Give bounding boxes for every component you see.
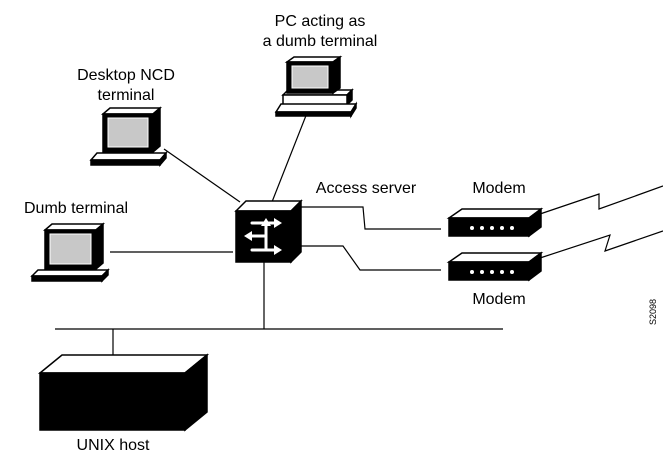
phone-line-top — [539, 185, 663, 215]
modem-bottom-label: Modem — [472, 291, 525, 308]
pc-terminal-icon — [274, 55, 358, 119]
serial-link-top — [301, 206, 441, 230]
desktop-ncd-label-line-2: terminal — [98, 87, 155, 104]
modem-top-label: Modem — [472, 180, 525, 197]
modem-icon — [446, 251, 544, 282]
access-server-label: Access server — [316, 180, 417, 197]
desktop-ncd-label-line-1: Desktop NCD — [77, 67, 175, 84]
unix-host-icon — [37, 353, 210, 432]
connections — [55, 112, 663, 355]
dumb-terminal-label: Dumb terminal — [24, 200, 128, 217]
unix-host-label: UNIX host — [77, 437, 150, 454]
modem-icon — [446, 207, 544, 238]
pc-label-line-2: a dumb terminal — [263, 33, 378, 50]
serial-link-bottom — [291, 245, 441, 271]
access-server-icon — [234, 199, 303, 264]
link-pc-to-server — [269, 112, 308, 208]
dumb-terminal-icon — [30, 222, 110, 283]
phone-line-bottom — [539, 230, 663, 259]
pc-label-line-1: PC acting as — [275, 13, 366, 30]
link-ncd-to-server — [163, 148, 241, 203]
figure-id-label: S2098 — [648, 299, 658, 325]
desktop-ncd-terminal-icon — [89, 106, 168, 168]
